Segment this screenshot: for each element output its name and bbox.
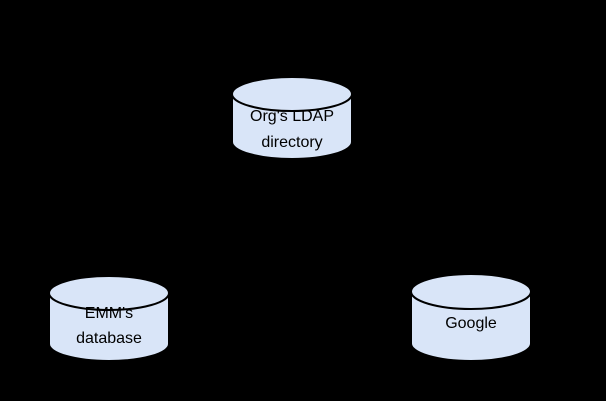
node-google: Google bbox=[410, 273, 532, 362]
node-orgs-ldap-directory: Org's LDAP directory bbox=[231, 76, 353, 160]
database-cylinder-icon bbox=[48, 275, 170, 362]
node-emms-database: EMM's database bbox=[48, 275, 170, 362]
node-label-line: directory bbox=[261, 134, 323, 151]
database-cylinder-icon bbox=[410, 273, 532, 362]
node-label-line: Google bbox=[445, 315, 497, 332]
node-label-line: Org's LDAP bbox=[250, 108, 334, 125]
node-label-line: database bbox=[76, 330, 142, 347]
database-cylinder-icon bbox=[231, 76, 353, 160]
node-label-line: EMM's bbox=[84, 305, 134, 322]
node-label-orgs-ldap-directory: Org's LDAP directory bbox=[231, 104, 353, 156]
node-label-google: Google bbox=[410, 311, 532, 337]
node-label-emms-database: EMM's database bbox=[48, 301, 170, 351]
